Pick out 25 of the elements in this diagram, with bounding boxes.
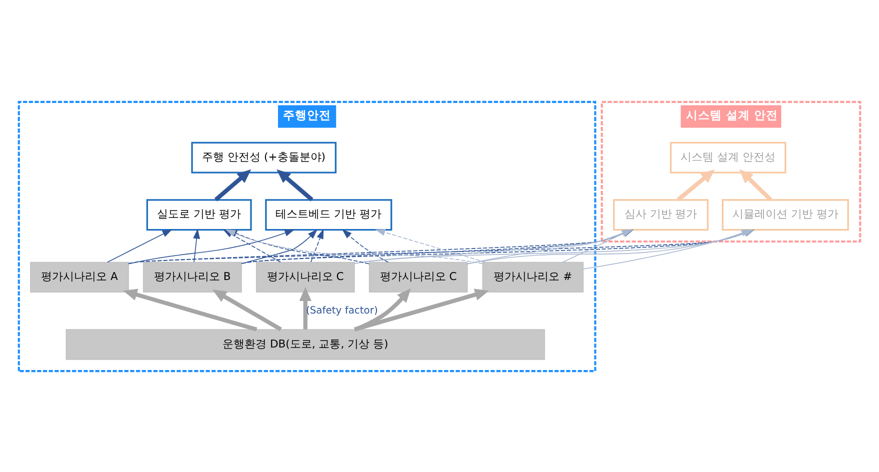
node-box: 운행환경 DB(도로, 교통, 기상 등) [66,328,545,360]
node-box: 평가시나리오 A [30,261,129,292]
node-box: 시뮬레이션 기반 평가 [722,198,849,230]
arrow [310,228,324,262]
arrow [212,289,282,331]
arrow [676,168,715,201]
node-box: 심사 기반 평가 [613,198,709,230]
arrow [354,288,489,331]
node-box: 평가시나리오 C [256,261,355,292]
arrow [739,168,772,201]
arrow [375,228,486,262]
arrow [193,228,200,262]
node-box: 시스템 설계 안전성 [670,141,786,173]
node-box: 평가시나리오 B [143,261,242,292]
node-box: 테스트베드 기반 평가 [265,198,392,230]
arrow [342,228,389,262]
arrow [299,286,312,329]
arrow [123,288,258,331]
node-box: 실도로 기반 평가 [146,198,252,230]
arrow [354,288,411,331]
arrow [107,228,172,262]
node-box: 평가시나리오 # [482,261,584,292]
node-box: 평가시나리오 C [368,261,468,292]
node-box: 주행 안전성 (+충돌분야) [191,141,337,173]
edge-label: (Safety factor) [306,304,378,316]
